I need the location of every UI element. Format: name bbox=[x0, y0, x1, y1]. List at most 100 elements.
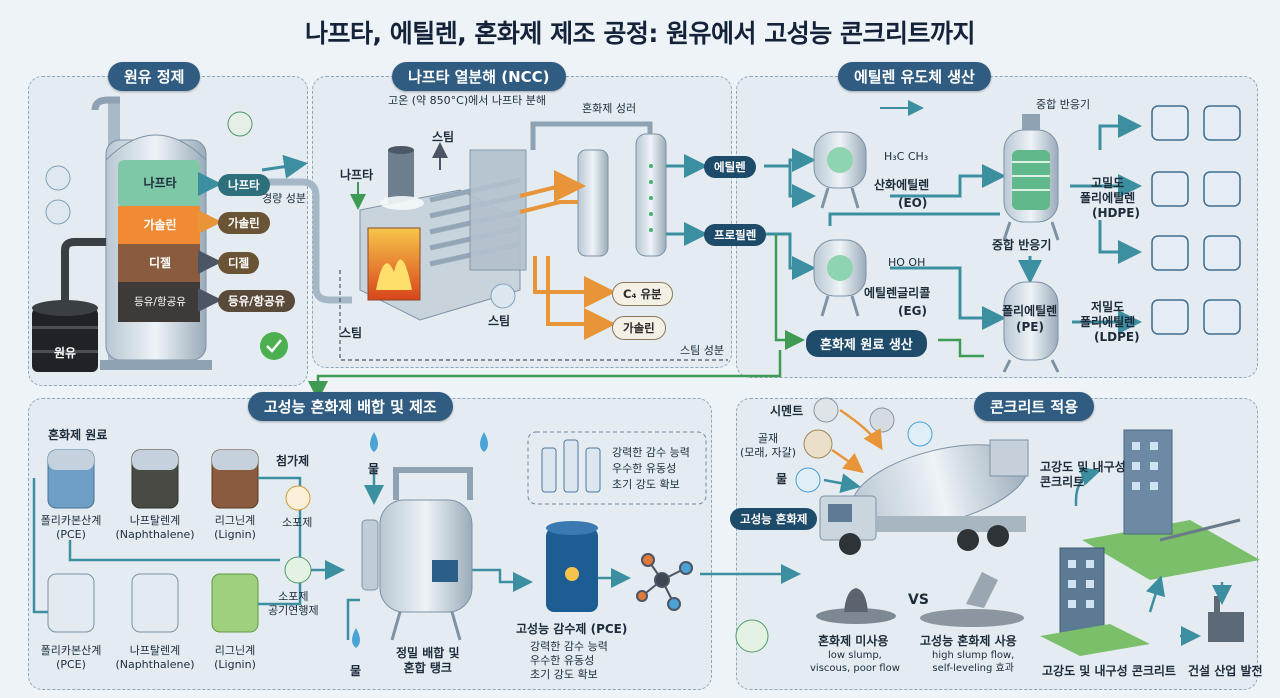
reactor-top-label: 중합 반응기 bbox=[1036, 98, 1091, 111]
ncc-propylene: 프로필렌 bbox=[704, 224, 767, 246]
ncc-gasoline: 가솔린 bbox=[612, 316, 666, 340]
ncc-c4: C₄ 유분 bbox=[612, 282, 673, 306]
section-title-ncc: 나프타 열분해 (NCC) bbox=[392, 62, 566, 91]
product-label: 고성능 감수제 (PCE) bbox=[516, 622, 628, 636]
ldpe-abbr: (LDPE) bbox=[1094, 330, 1140, 344]
concrete-admix-label: 고성능 혼화제 bbox=[730, 508, 818, 530]
concrete-water-label: 물 bbox=[776, 472, 788, 486]
tank-bottom-1-name: 나프탈렌계 bbox=[129, 644, 181, 657]
light-fraction-label: 경량 성분 bbox=[262, 192, 306, 205]
section-title-crude: 원유 정제 bbox=[108, 62, 201, 91]
fractionation-towers bbox=[530, 121, 667, 257]
eg-name: 에틸렌글리콜 bbox=[864, 286, 931, 300]
ncc-note: 고온 (약 850°C)에서 나프타 분해 bbox=[388, 94, 546, 107]
water-top-label: 물 bbox=[368, 462, 380, 476]
tank-bottom-0-sub: (PCE) bbox=[56, 658, 86, 671]
ncc-ethylene: 에틸렌 bbox=[704, 156, 756, 178]
water-drop-icons bbox=[352, 432, 488, 648]
section-title-admix: 고성능 혼화제 배합 및 제조 bbox=[248, 392, 453, 421]
product-feature-2: 초기 강도 확보 bbox=[530, 668, 598, 681]
eo-formula: H₃C CH₃ bbox=[884, 150, 929, 163]
buildings bbox=[1040, 429, 1260, 656]
flask-icon bbox=[284, 556, 312, 584]
tank-top-2-sub: (Lignin) bbox=[214, 528, 256, 541]
defoamer-label: 소포제 bbox=[282, 516, 313, 529]
check-icon bbox=[45, 165, 71, 191]
distillation-column bbox=[91, 96, 212, 370]
product-feature-0: 강력한 감수 능력 bbox=[530, 640, 608, 653]
tank-top-1-sub: (Naphthalene) bbox=[115, 528, 195, 541]
admix-raw-production: 혼화제 원료 생산 bbox=[806, 330, 927, 357]
tank-bottom-2-sub: (Lignin) bbox=[214, 658, 256, 671]
mixing-tank bbox=[361, 467, 473, 641]
high-strength-top: 고강도 및 내구성 콘크리트 bbox=[1040, 460, 1126, 489]
cement-label: 시멘트 bbox=[770, 404, 804, 418]
tank-top-1-name: 나프탈렌계 bbox=[129, 514, 181, 527]
eo-abbr: (EO) bbox=[898, 196, 928, 210]
air-entrainer-label: 소포제 공기연행제 bbox=[268, 590, 319, 617]
ncc-steam-component: 스팀 성분 bbox=[680, 344, 724, 357]
mix-tank-label: 정밀 배합 및 혼합 탱크 bbox=[396, 646, 460, 675]
eo-name: 산화에틸렌 bbox=[874, 178, 930, 192]
with-admix-desc: high slump flow, self-leveling 효과 bbox=[932, 650, 1015, 674]
molecule-icon bbox=[285, 485, 311, 511]
hdpe-name: 고밀도 폴리에틸렌 bbox=[1080, 176, 1136, 205]
slump-test bbox=[816, 572, 1024, 627]
water-bottom-label: 물 bbox=[350, 664, 362, 678]
layer-gasoline: 가솔린 bbox=[143, 218, 177, 232]
hdpe-abbr: (HDPE) bbox=[1092, 206, 1140, 220]
eg-abbr: (EG) bbox=[898, 304, 928, 318]
material-icons bbox=[795, 397, 933, 493]
tank-bottom-2-name: 리그닌계 bbox=[214, 644, 256, 657]
polymerization-reactor bbox=[1002, 114, 1060, 241]
construction-label: 건설 산업 발전 bbox=[1188, 664, 1263, 678]
gear-icon bbox=[490, 283, 516, 309]
no-admix-label: 혼화제 미사용 bbox=[818, 634, 889, 648]
tank-bottom-1-sub: (Naphthalene) bbox=[115, 658, 195, 671]
ncc-admix-component: 혼화제 성러 bbox=[582, 102, 637, 115]
layer-naphtha: 나프타 bbox=[143, 176, 177, 190]
molecule-graphic bbox=[636, 553, 693, 611]
raw-material-tanks bbox=[47, 449, 259, 633]
ncc-naphtha-label: 나프타 bbox=[340, 168, 374, 182]
eg-reactor bbox=[813, 239, 867, 317]
vs-label: VS bbox=[908, 592, 929, 608]
output-naphtha: 나프타 bbox=[218, 174, 270, 196]
drop-icon bbox=[45, 199, 71, 225]
ncc-steam-top: 스팀 bbox=[432, 130, 455, 144]
pe-name: 폴리에틸렌 bbox=[1002, 304, 1058, 318]
section-title-ethylene: 에틸렌 유도체 생산 bbox=[838, 62, 991, 91]
output-gasoline: 가솔린 bbox=[218, 212, 270, 234]
aggregate-label: 골재 (모래, 자갈) bbox=[740, 432, 797, 459]
no-admix-desc: low slump, viscous, poor flow bbox=[810, 650, 900, 674]
hdpe-products bbox=[1151, 105, 1241, 335]
feature-1: 우수한 유동성 bbox=[612, 462, 677, 475]
tank-top-0-name: 폴리카본산계 bbox=[40, 514, 102, 527]
shield-check-icon bbox=[260, 332, 288, 360]
pe-abbr: (PE) bbox=[1016, 320, 1044, 334]
eg-formula: HO OH bbox=[888, 256, 926, 269]
ncc-steam-gear: 스팀 bbox=[488, 314, 511, 328]
award-icon bbox=[227, 111, 253, 137]
product-feature-1: 우수한 유동성 bbox=[530, 654, 595, 667]
feature-0: 강력한 감수 능력 bbox=[612, 446, 690, 459]
reactor-bottom-label: 중합 반응기 bbox=[992, 238, 1052, 252]
tank-top-0-sub: (PCE) bbox=[56, 528, 86, 541]
mixer-truck bbox=[819, 439, 1029, 555]
with-admix-label: 고성능 혼화제 사용 bbox=[920, 634, 1017, 648]
admix-raw-label: 혼화제 원료 bbox=[48, 428, 108, 442]
ldpe-name: 저밀도 폴리에틸렌 bbox=[1080, 300, 1136, 329]
section-title-concrete: 콘크리트 적용 bbox=[974, 392, 1095, 421]
output-kerosene: 등유/항공유 bbox=[218, 290, 296, 312]
crude-drum-label: 원유 bbox=[53, 346, 77, 360]
feature-2: 초기 강도 확보 bbox=[612, 478, 680, 491]
layer-kerosene: 등유/항공유 bbox=[134, 296, 186, 308]
output-diesel: 디젤 bbox=[218, 252, 260, 274]
layer-diesel: 디젤 bbox=[148, 256, 172, 270]
tank-bottom-0-name: 폴리카본산계 bbox=[40, 644, 102, 657]
tank-top-2-name: 리그닌계 bbox=[214, 514, 256, 527]
page-title: 나프타, 에틸렌, 혼화제 제조 공정: 원유에서 고성능 콘크리트까지 bbox=[305, 19, 975, 48]
pe-vessel bbox=[1002, 281, 1060, 373]
shield-leaf-icon bbox=[735, 619, 769, 653]
cracking-furnace bbox=[359, 146, 527, 321]
